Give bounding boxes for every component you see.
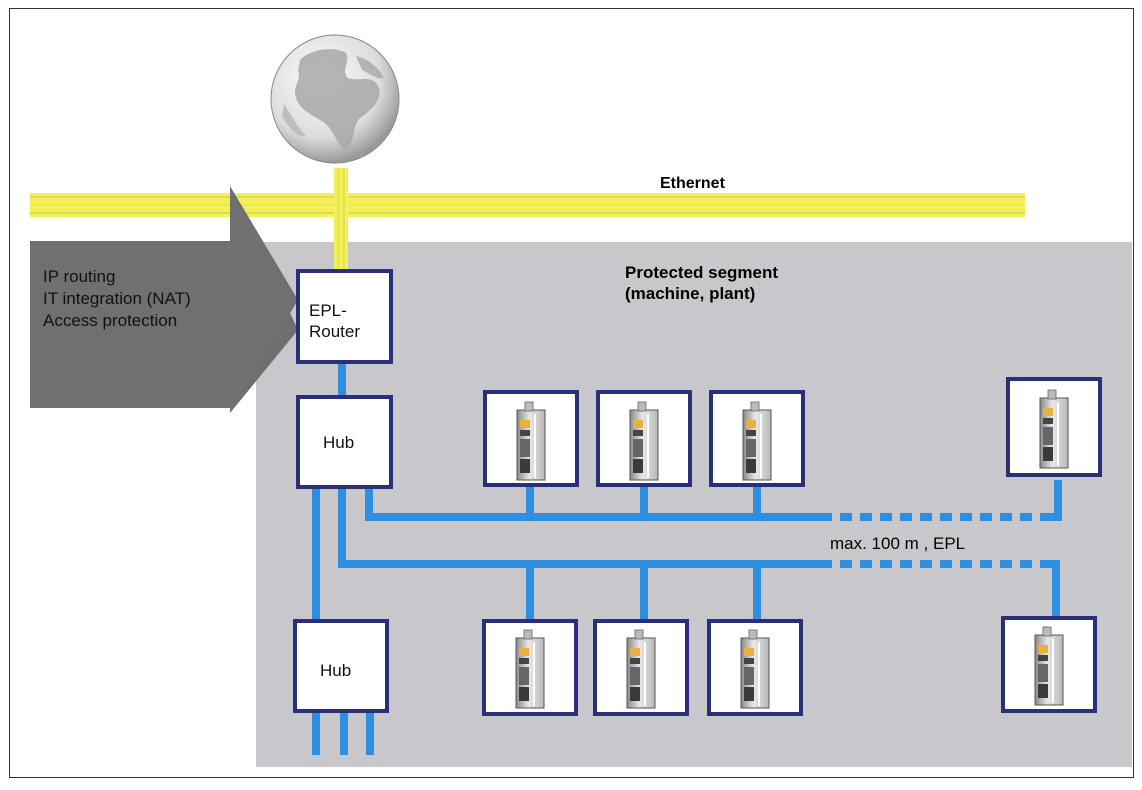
drive-node — [596, 390, 692, 487]
segment-title-line1: Protected segment — [625, 263, 779, 282]
arrow-labels: IP routing IT integration (NAT) Access p… — [43, 266, 191, 332]
ethernet-bus — [30, 168, 1025, 272]
arrow-label-it-integration: IT integration (NAT) — [43, 289, 191, 308]
arrow-label-ip-routing: IP routing — [43, 267, 116, 286]
protected-segment-title: Protected segment (machine, plant) — [625, 262, 778, 304]
hub-top-box — [296, 395, 393, 489]
cable-length-label: max. 100 m , EPL — [830, 534, 966, 553]
epl-router-box — [296, 269, 393, 364]
arrow-label-access-protection: Access protection — [43, 311, 178, 330]
epl-cabling — [312, 362, 1062, 755]
drive-node — [1001, 616, 1097, 713]
drive-node — [593, 619, 689, 716]
drive-node — [483, 390, 579, 487]
ethernet-label: Ethernet — [660, 175, 725, 192]
drive-node — [1006, 377, 1102, 477]
hub-bottom-label: Hub — [320, 661, 352, 680]
hub-top-label: Hub — [323, 433, 355, 452]
protected-segment-area — [256, 242, 1132, 767]
drive-node — [482, 619, 578, 716]
router-label: EPL- Router — [309, 300, 360, 342]
drive-node — [707, 619, 803, 716]
diagram-frame — [9, 8, 1134, 778]
router-label-line1: EPL- — [309, 301, 347, 320]
hub-bottom-box — [293, 619, 389, 713]
segment-title-line2: (machine, plant) — [625, 284, 756, 303]
drive-node — [709, 390, 805, 487]
globe-icon — [270, 34, 400, 164]
router-label-line2: Router — [309, 322, 361, 341]
